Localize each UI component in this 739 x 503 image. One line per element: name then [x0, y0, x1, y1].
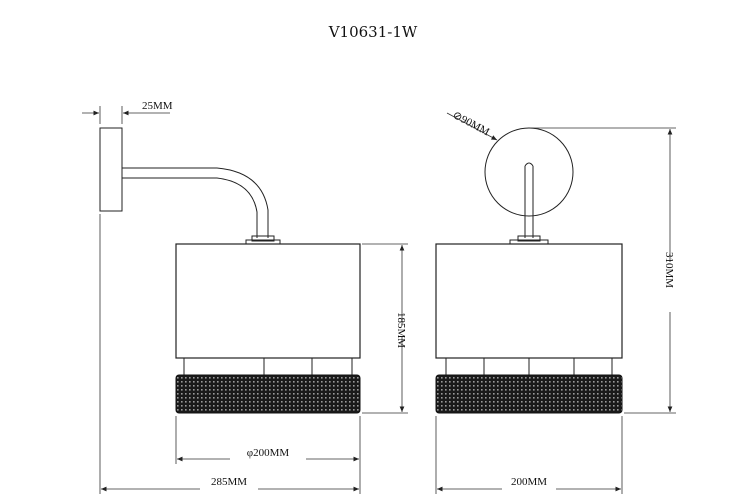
lamp-shade — [175, 243, 361, 359]
dim-label-depth: 25MM — [142, 100, 173, 112]
wall-plate — [99, 127, 123, 212]
drawing-title: V10631-1W — [328, 23, 418, 41]
dim-label-shade-height: 185MM — [395, 312, 407, 348]
socket-cap — [251, 235, 275, 242]
dim-label-front-width: 200MM — [511, 476, 547, 488]
arm-outer — [122, 167, 269, 238]
round-backplate — [484, 127, 574, 217]
dim-label-shade-diameter: φ200MM — [247, 447, 290, 459]
front-view: ⊘90MM 310MM 200MM — [435, 109, 676, 494]
side-view: 25MM 185MM φ200MM 285MM — [82, 100, 408, 494]
arm-inner — [122, 177, 258, 238]
dim-label-projection: 285MM — [211, 476, 247, 488]
socket-cap — [517, 235, 541, 242]
mesh-ring — [435, 374, 623, 414]
stem-top — [524, 162, 534, 167]
leader-arrow — [446, 112, 498, 141]
dim-label-total-height: 310MM — [663, 252, 675, 288]
lamp-shade — [435, 243, 623, 359]
mesh-ring — [175, 374, 361, 414]
dim-label-backplate-diameter: ⊘90MM — [451, 109, 492, 138]
